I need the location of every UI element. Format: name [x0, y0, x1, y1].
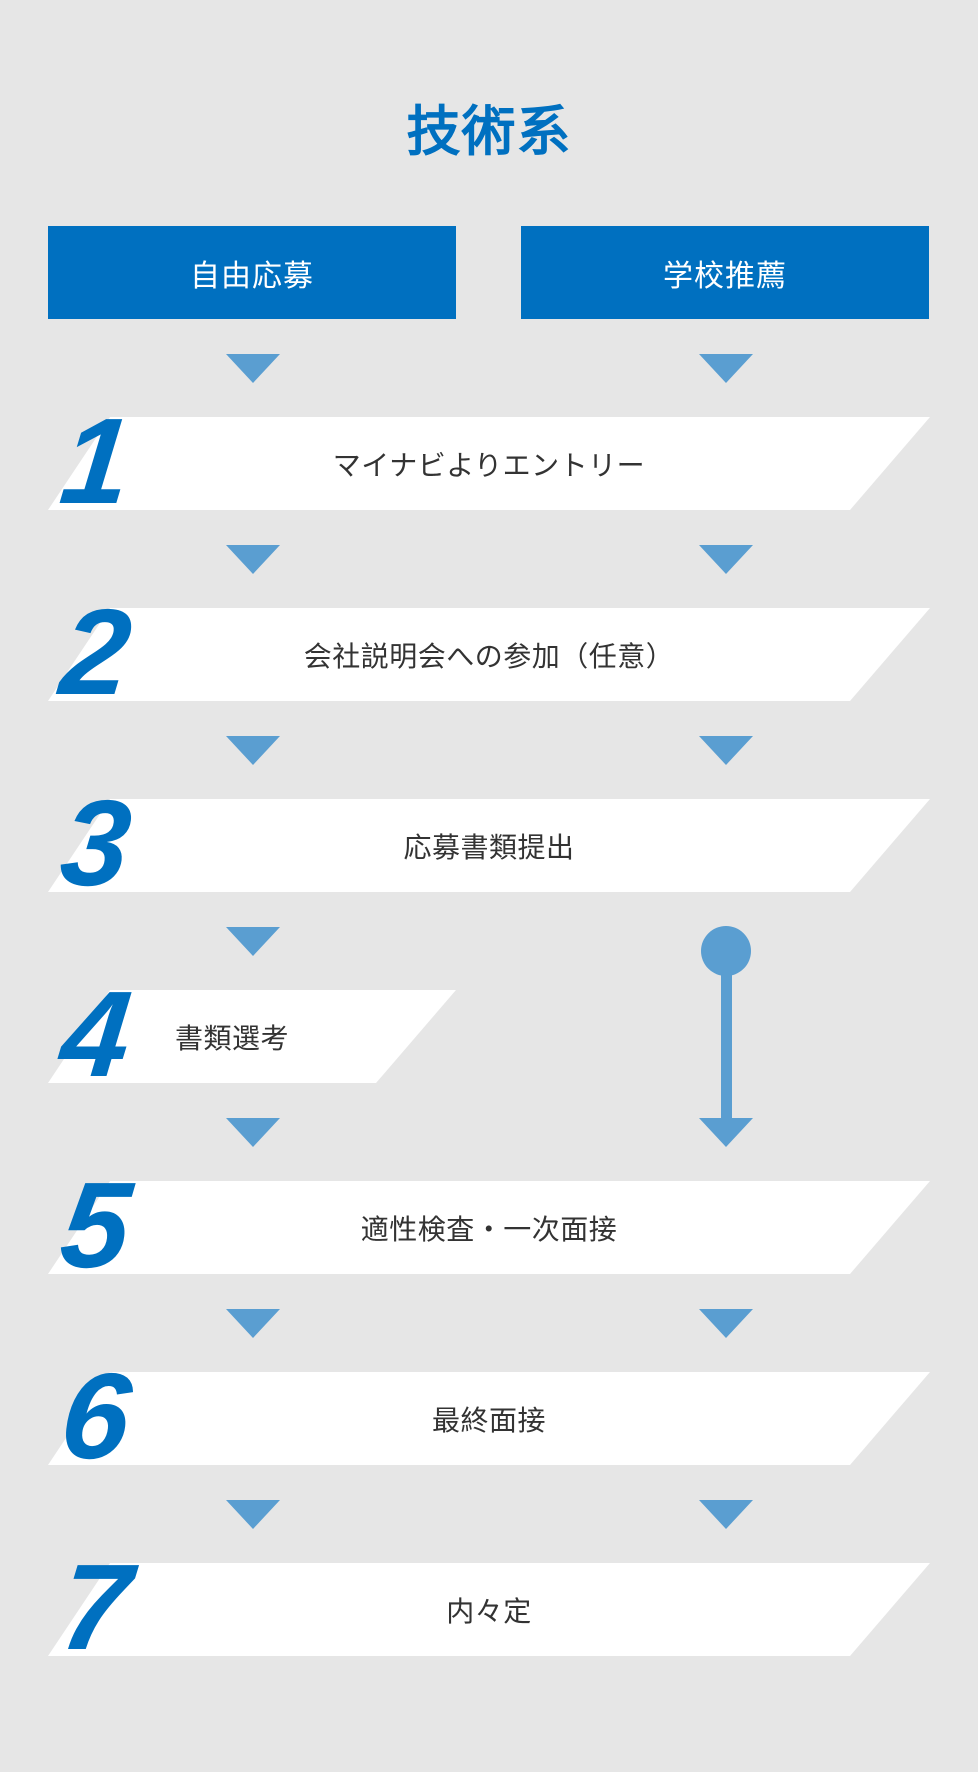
step-5-label: 適性検査・一次面接	[360, 1212, 618, 1246]
step-4-bar: 書類選考	[48, 990, 456, 1083]
arrow-down-icon	[226, 927, 280, 956]
step-3-label: 応募書類提出	[403, 830, 575, 864]
step-3-number: 3	[54, 775, 138, 911]
route-school-recommendation: 学校推薦	[521, 226, 929, 319]
arrow-down-icon	[699, 545, 753, 574]
arrow-down-icon	[226, 736, 280, 765]
step-3-bar: 応募書類提出	[48, 799, 930, 892]
step-2-number: 2	[54, 584, 138, 720]
skip-connector-line	[721, 946, 732, 1121]
step-1-bar: マイナビよりエントリー	[48, 417, 930, 510]
step-2-bar: 会社説明会への参加（任意）	[48, 608, 930, 701]
step-5-number: 5	[54, 1157, 138, 1293]
arrow-down-icon	[699, 354, 753, 383]
page-title: 技術系	[406, 100, 572, 163]
step-7-number: 7	[54, 1539, 138, 1675]
arrow-down-icon	[226, 354, 280, 383]
skip-connector-start-dot	[701, 926, 751, 976]
route-school-recommendation-label: 学校推薦	[663, 258, 787, 294]
step-4-label: 書類選考	[174, 1021, 289, 1055]
arrow-down-icon	[699, 736, 753, 765]
step-4-number: 4	[54, 966, 138, 1102]
step-2-label: 会社説明会への参加（任意）	[303, 639, 675, 673]
step-7-bar: 内々定	[48, 1563, 930, 1656]
arrow-down-icon	[699, 1500, 753, 1529]
arrow-down-icon	[226, 1118, 280, 1147]
step-7-label: 内々定	[446, 1594, 532, 1628]
step-1-label: マイナビよりエントリー	[332, 448, 646, 482]
step-1-number: 1	[54, 393, 138, 529]
arrow-down-icon	[226, 545, 280, 574]
step-5-bar: 適性検査・一次面接	[48, 1181, 930, 1274]
arrow-down-icon	[226, 1500, 280, 1529]
arrow-down-icon	[699, 1118, 753, 1147]
step-6-label: 最終面接	[431, 1403, 546, 1437]
route-free-application: 自由応募	[48, 226, 456, 319]
arrow-down-icon	[699, 1309, 753, 1338]
step-6-number: 6	[54, 1348, 138, 1484]
route-free-application-label: 自由応募	[190, 258, 314, 294]
arrow-down-icon	[226, 1309, 280, 1338]
step-6-bar: 最終面接	[48, 1372, 930, 1465]
